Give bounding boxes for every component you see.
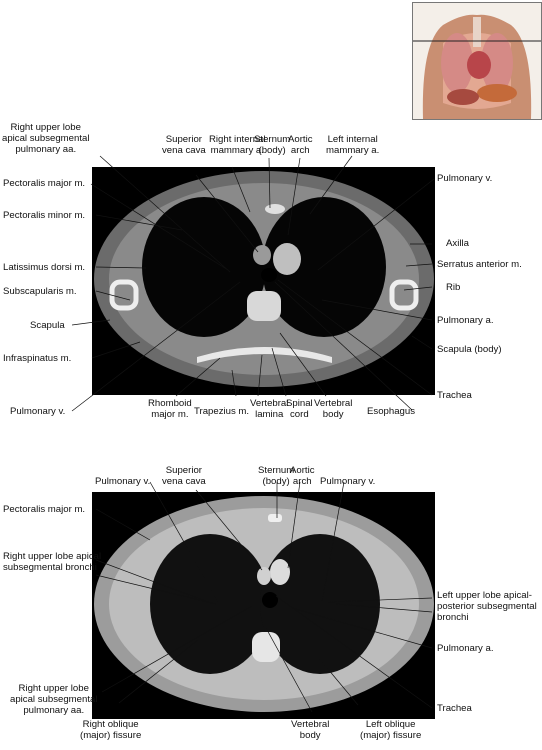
label-pectoralis-major-2: Pectoralis major m. <box>3 504 86 515</box>
label-pulmonary-v-2-left: Pulmonary v. <box>95 476 151 487</box>
label-rul-apical-bronchi: Right upper lobe apical subsegmental bro… <box>3 551 102 573</box>
label-vertebral-body-2: Vertebral body <box>291 719 330 741</box>
label-sternum-body-2: Sternum (body) <box>258 465 295 487</box>
label-pulmonary-a-1: Pulmonary a. <box>437 315 494 326</box>
label-right-oblique-fissure: Right oblique (major) fissure <box>80 719 142 741</box>
label-infraspinatus: Infraspinatus m. <box>3 353 72 364</box>
label-trapezius: Trapezius m. <box>194 406 250 417</box>
label-latissimus-dorsi: Latissimus dorsi m. <box>3 262 86 273</box>
label-spinal-cord: Spinal cord <box>286 398 313 420</box>
label-rib: Rib <box>446 282 461 293</box>
label-scapula-body: Scapula (body) <box>437 344 502 355</box>
label-esophagus: Esophagus <box>367 406 416 417</box>
label-trachea-2: Trachea <box>437 703 472 714</box>
label-trachea-1: Trachea <box>437 390 472 401</box>
label-left-oblique-fissure: Left oblique (major) fissure <box>360 719 422 741</box>
label-serratus-anterior: Serratus anterior m. <box>437 259 522 270</box>
label-superior-vena-cava-2: Superior vena cava <box>162 465 206 487</box>
label-superior-vena-cava-1: Superior vena cava <box>162 134 206 156</box>
label-left-internal-mammary: Left internal mammary a. <box>326 134 380 156</box>
label-pulmonary-v-1-right: Pulmonary v. <box>437 173 493 184</box>
torso-illustration <box>413 3 541 119</box>
label-axilla: Axilla <box>446 238 469 249</box>
label-rul-apical-pulmonary-aa-1: Right upper lobe apical subsegmental pul… <box>2 122 90 155</box>
label-rul-apical-pulmonary-aa-2: Right upper lobe apical subsegmental pul… <box>10 683 98 716</box>
label-scapula: Scapula <box>30 320 65 331</box>
label-right-internal-mammary: Right internal mammary a. <box>209 134 266 156</box>
label-vertebral-body-1: Vertebral body <box>314 398 353 420</box>
label-pulmonary-v-2-right: Pulmonary v. <box>320 476 376 487</box>
label-pectoralis-minor: Pectoralis minor m. <box>3 210 86 221</box>
orientation-inset <box>412 2 542 120</box>
label-vertebral-lamina: Vertebral lamina <box>250 398 289 420</box>
label-subscapularis: Subscapularis m. <box>3 286 77 297</box>
label-sternum-body-1: Sternum (body) <box>254 134 291 156</box>
label-aortic-arch-2: Aortic arch <box>290 465 315 487</box>
ct-image-lung-window <box>92 492 435 719</box>
label-rhomboid-major: Rhomboid major m. <box>148 398 192 420</box>
label-aortic-arch-1: Aortic arch <box>288 134 313 156</box>
label-lul-apical-posterior-bronchi: Left upper lobe apical- posterior subseg… <box>437 590 537 623</box>
label-pulmonary-a-2: Pulmonary a. <box>437 643 494 654</box>
label-pulmonary-v-1-left: Pulmonary v. <box>10 406 66 417</box>
label-pectoralis-major-1: Pectoralis major m. <box>3 178 86 189</box>
